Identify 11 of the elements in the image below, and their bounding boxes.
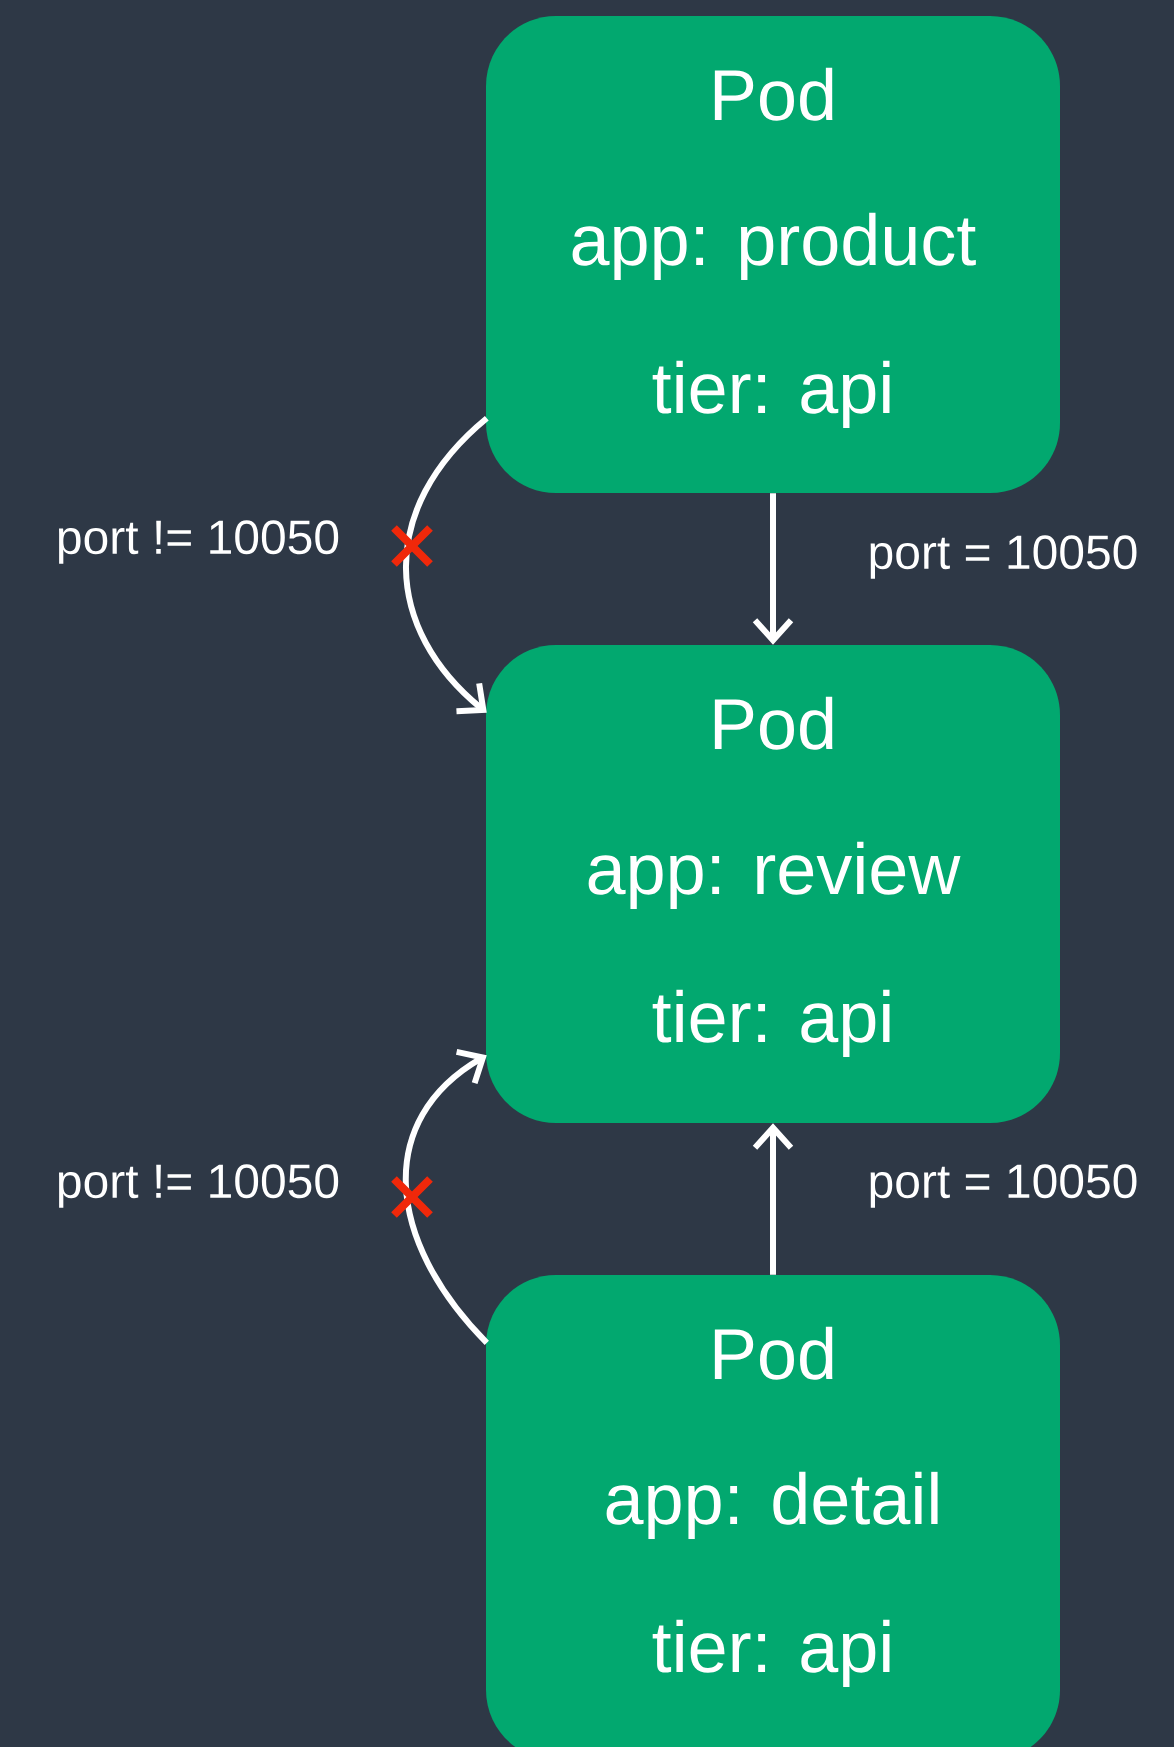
edge-label: port = 10050: [870, 1164, 1137, 1208]
edge-label: port != 10050: [59, 1164, 339, 1208]
arrow: [403, 1048, 490, 1345]
edge-label: port = 10050: [870, 535, 1137, 579]
arrow: [752, 493, 794, 645]
pod-box: Pod app: product tier: api: [486, 16, 1060, 493]
edge-label: port != 10050: [59, 520, 339, 564]
arrow: [752, 1123, 794, 1275]
arrow: [403, 416, 489, 715]
pod-box: Pod app: detail tier: api: [486, 1275, 1060, 1747]
pod-box: Pod app: review tier: api: [486, 645, 1060, 1123]
